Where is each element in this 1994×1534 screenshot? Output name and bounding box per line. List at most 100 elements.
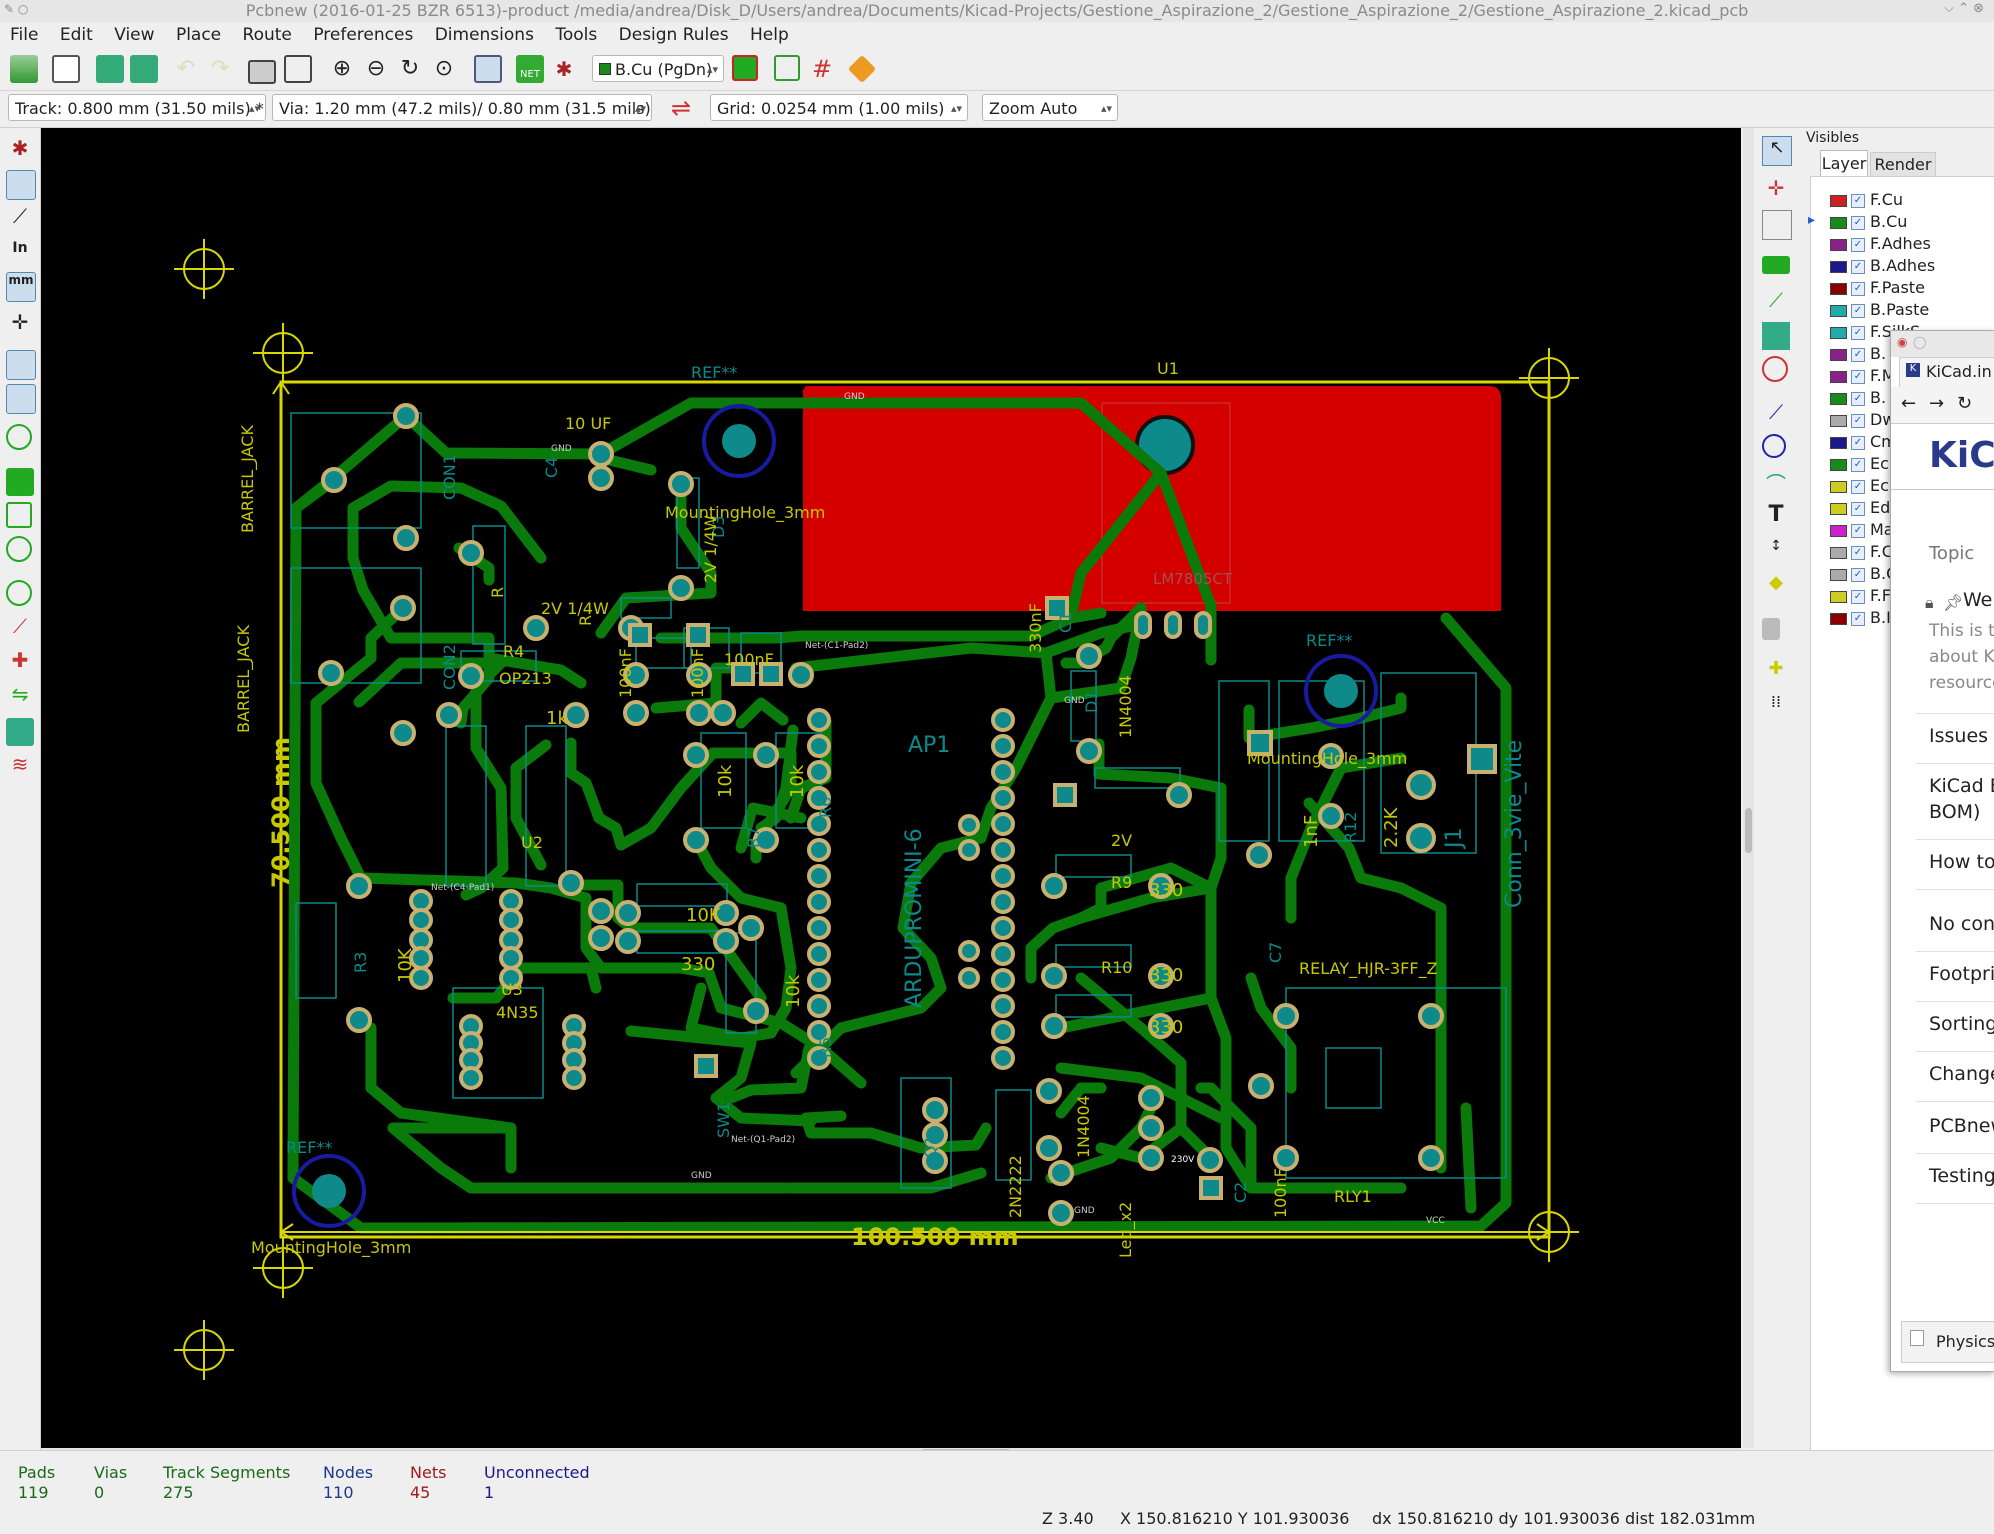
layer-row[interactable]: ✓B. xyxy=(1830,344,1886,366)
add-line-icon[interactable]: ⟋ xyxy=(1769,400,1783,424)
set-origin-icon[interactable]: ✚ xyxy=(1768,658,1784,679)
menu-preferences[interactable]: Preferences xyxy=(313,25,414,45)
layer-select[interactable]: B.Cu (PgDn)▴▾ xyxy=(592,55,724,82)
microwave-toolbar-icon[interactable]: ⇋ xyxy=(11,682,29,706)
layer-row[interactable]: ✓Ec xyxy=(1830,454,1889,476)
layer-visibility-checkbox[interactable]: ✓ xyxy=(1851,523,1865,538)
zoom-fit-icon[interactable]: ⊙ xyxy=(434,56,454,81)
zoom-in-icon[interactable]: ⊕ xyxy=(332,56,352,81)
layer-visibility-checkbox[interactable]: ✓ xyxy=(1851,479,1865,494)
layer-color-swatch[interactable] xyxy=(1830,392,1847,405)
layer-visibility-checkbox[interactable]: ✓ xyxy=(1851,567,1865,582)
menu-dimensions[interactable]: Dimensions xyxy=(434,25,534,45)
layer-color-swatch[interactable] xyxy=(1830,194,1847,207)
zone-fill-icon[interactable] xyxy=(6,468,34,496)
topic-pcbnew[interactable]: PCBnew xyxy=(1929,1115,1994,1137)
redraw-icon[interactable]: ↻ xyxy=(400,56,420,81)
highlight-net-icon[interactable]: ✛ xyxy=(1767,176,1785,200)
layer-color-swatch[interactable] xyxy=(1830,458,1847,471)
add-target-icon[interactable]: ◆ xyxy=(1769,572,1783,593)
layer-color-swatch[interactable] xyxy=(1830,414,1847,427)
layer-visibility-checkbox[interactable]: ✓ xyxy=(1851,391,1865,406)
layer-color-swatch[interactable] xyxy=(1830,348,1847,361)
layer-color-swatch[interactable] xyxy=(1830,260,1847,273)
zoom-select[interactable]: Zoom Auto▴▾ xyxy=(982,94,1118,121)
layer-visibility-checkbox[interactable]: ✓ xyxy=(1851,281,1865,296)
layer-row[interactable]: ✓Ma xyxy=(1830,520,1894,542)
layer-visibility-checkbox[interactable]: ✓ xyxy=(1851,545,1865,560)
layer-visibility-checkbox[interactable]: ✓ xyxy=(1851,589,1865,604)
topic-footprint[interactable]: Footpri xyxy=(1929,963,1994,985)
layer-color-swatch[interactable] xyxy=(1830,436,1847,449)
layer-visibility-checkbox[interactable]: ✓ xyxy=(1851,369,1865,384)
pcb-canvas[interactable]: U1 10 UF MountingHole_3mm 2V 1/4W R4 100… xyxy=(41,128,1741,1448)
topic-how-to[interactable]: How to xyxy=(1929,851,1994,873)
topic-kicad-bom[interactable]: KiCad E xyxy=(1929,775,1994,797)
layer-visibility-checkbox[interactable]: ✓ xyxy=(1851,413,1865,428)
browser-close-icon[interactable]: ◉ xyxy=(1897,335,1908,349)
welcome-topic[interactable]: We xyxy=(1963,589,1993,611)
reload-icon[interactable]: ↻ xyxy=(1957,393,1973,414)
plot-icon[interactable] xyxy=(284,55,312,83)
track-sketch-icon[interactable]: ⟋ xyxy=(13,614,27,638)
netlist-icon[interactable]: NET xyxy=(516,55,544,83)
tab-render[interactable]: Render xyxy=(1870,152,1936,178)
topic-change[interactable]: Change xyxy=(1929,1063,1994,1085)
layer-row[interactable]: ✓F.Cu xyxy=(1830,190,1903,212)
microwave-icon[interactable] xyxy=(847,54,877,84)
menu-route[interactable]: Route xyxy=(242,25,292,45)
mm-units-button[interactable]: mm xyxy=(6,272,36,302)
grid-select[interactable]: Grid: 0.0254 mm (1.00 mils)▴▾ xyxy=(710,94,968,121)
find-icon[interactable] xyxy=(474,55,502,83)
layer-visibility-checkbox[interactable]: ✓ xyxy=(1851,501,1865,516)
layer-row[interactable]: ✓B. xyxy=(1830,388,1886,410)
window-menu-icon[interactable]: ✎ ○ xyxy=(4,2,29,16)
add-dimension-icon[interactable]: ↕ xyxy=(1770,538,1782,554)
topic-testing[interactable]: Testing xyxy=(1929,1165,1994,1187)
library-editor-icon[interactable] xyxy=(96,55,124,83)
menu-place[interactable]: Place xyxy=(175,25,222,45)
menu-edit[interactable]: Edit xyxy=(59,25,93,45)
layer-color-swatch[interactable] xyxy=(1830,502,1847,515)
route-track-icon[interactable]: ⟋ xyxy=(1769,288,1783,312)
layer-color-swatch[interactable] xyxy=(1830,524,1847,537)
window-controls[interactable]: ⌵ ⌃ ⊗ xyxy=(1944,1,1984,16)
ratsnest-icon[interactable] xyxy=(6,350,36,380)
select-arrow-icon[interactable]: ↖ xyxy=(1762,136,1792,166)
layer-row[interactable]: ✓B.I xyxy=(1830,608,1891,630)
browser-minimize-icon[interactable]: ◯ xyxy=(1913,335,1927,349)
layer-row[interactable]: ✓F.Adhes xyxy=(1830,234,1931,256)
layer-row[interactable]: ✓B.Cu▸ xyxy=(1808,212,1907,234)
track-width-select[interactable]: Track: 0.800 mm (31.50 mils) *▴▾ xyxy=(8,94,266,121)
microwave-shape-icon[interactable]: ≋ xyxy=(11,752,29,776)
auto-track-width-icon[interactable]: ⇌ xyxy=(670,94,692,122)
auto-delete-track-icon[interactable] xyxy=(6,424,32,450)
module-ratsnest-icon[interactable] xyxy=(6,384,36,414)
layer-row[interactable]: ✓F.M xyxy=(1830,366,1896,388)
layer-color-swatch[interactable] xyxy=(1830,216,1847,229)
drc-icon[interactable]: ✱ xyxy=(555,57,573,81)
layer-pair-icon[interactable] xyxy=(732,55,758,81)
load-board-icon[interactable] xyxy=(10,55,38,83)
autoroute-icon[interactable]: # xyxy=(811,55,833,83)
vertical-scroll-thumb[interactable] xyxy=(1745,808,1752,853)
zone-outline-icon[interactable] xyxy=(6,502,32,528)
layer-row[interactable]: ✓Cm xyxy=(1830,432,1897,454)
layer-color-swatch[interactable] xyxy=(1830,304,1847,317)
add-text-icon[interactable]: T xyxy=(1768,502,1784,527)
keepout-icon[interactable] xyxy=(1762,356,1788,382)
layer-color-swatch[interactable] xyxy=(1830,480,1847,493)
layer-visibility-checkbox[interactable]: ✓ xyxy=(1851,193,1865,208)
layer-row[interactable]: ✓B.C xyxy=(1830,564,1897,586)
layer-color-swatch[interactable] xyxy=(1830,546,1847,559)
layer-row[interactable]: ✓B.Adhes xyxy=(1830,256,1935,278)
layer-visibility-checkbox[interactable]: ✓ xyxy=(1851,347,1865,362)
menu-design-rules[interactable]: Design Rules xyxy=(618,25,729,45)
page-settings-icon[interactable] xyxy=(52,55,80,83)
redo-icon[interactable]: ↷ xyxy=(210,56,230,81)
tab-layer[interactable]: Layer xyxy=(1820,150,1868,177)
layer-color-swatch[interactable] xyxy=(1830,370,1847,383)
local-ratsnest-icon[interactable] xyxy=(1762,210,1792,240)
layer-visibility-checkbox[interactable]: ✓ xyxy=(1851,435,1865,450)
topic-issues[interactable]: Issues xyxy=(1929,725,1989,747)
